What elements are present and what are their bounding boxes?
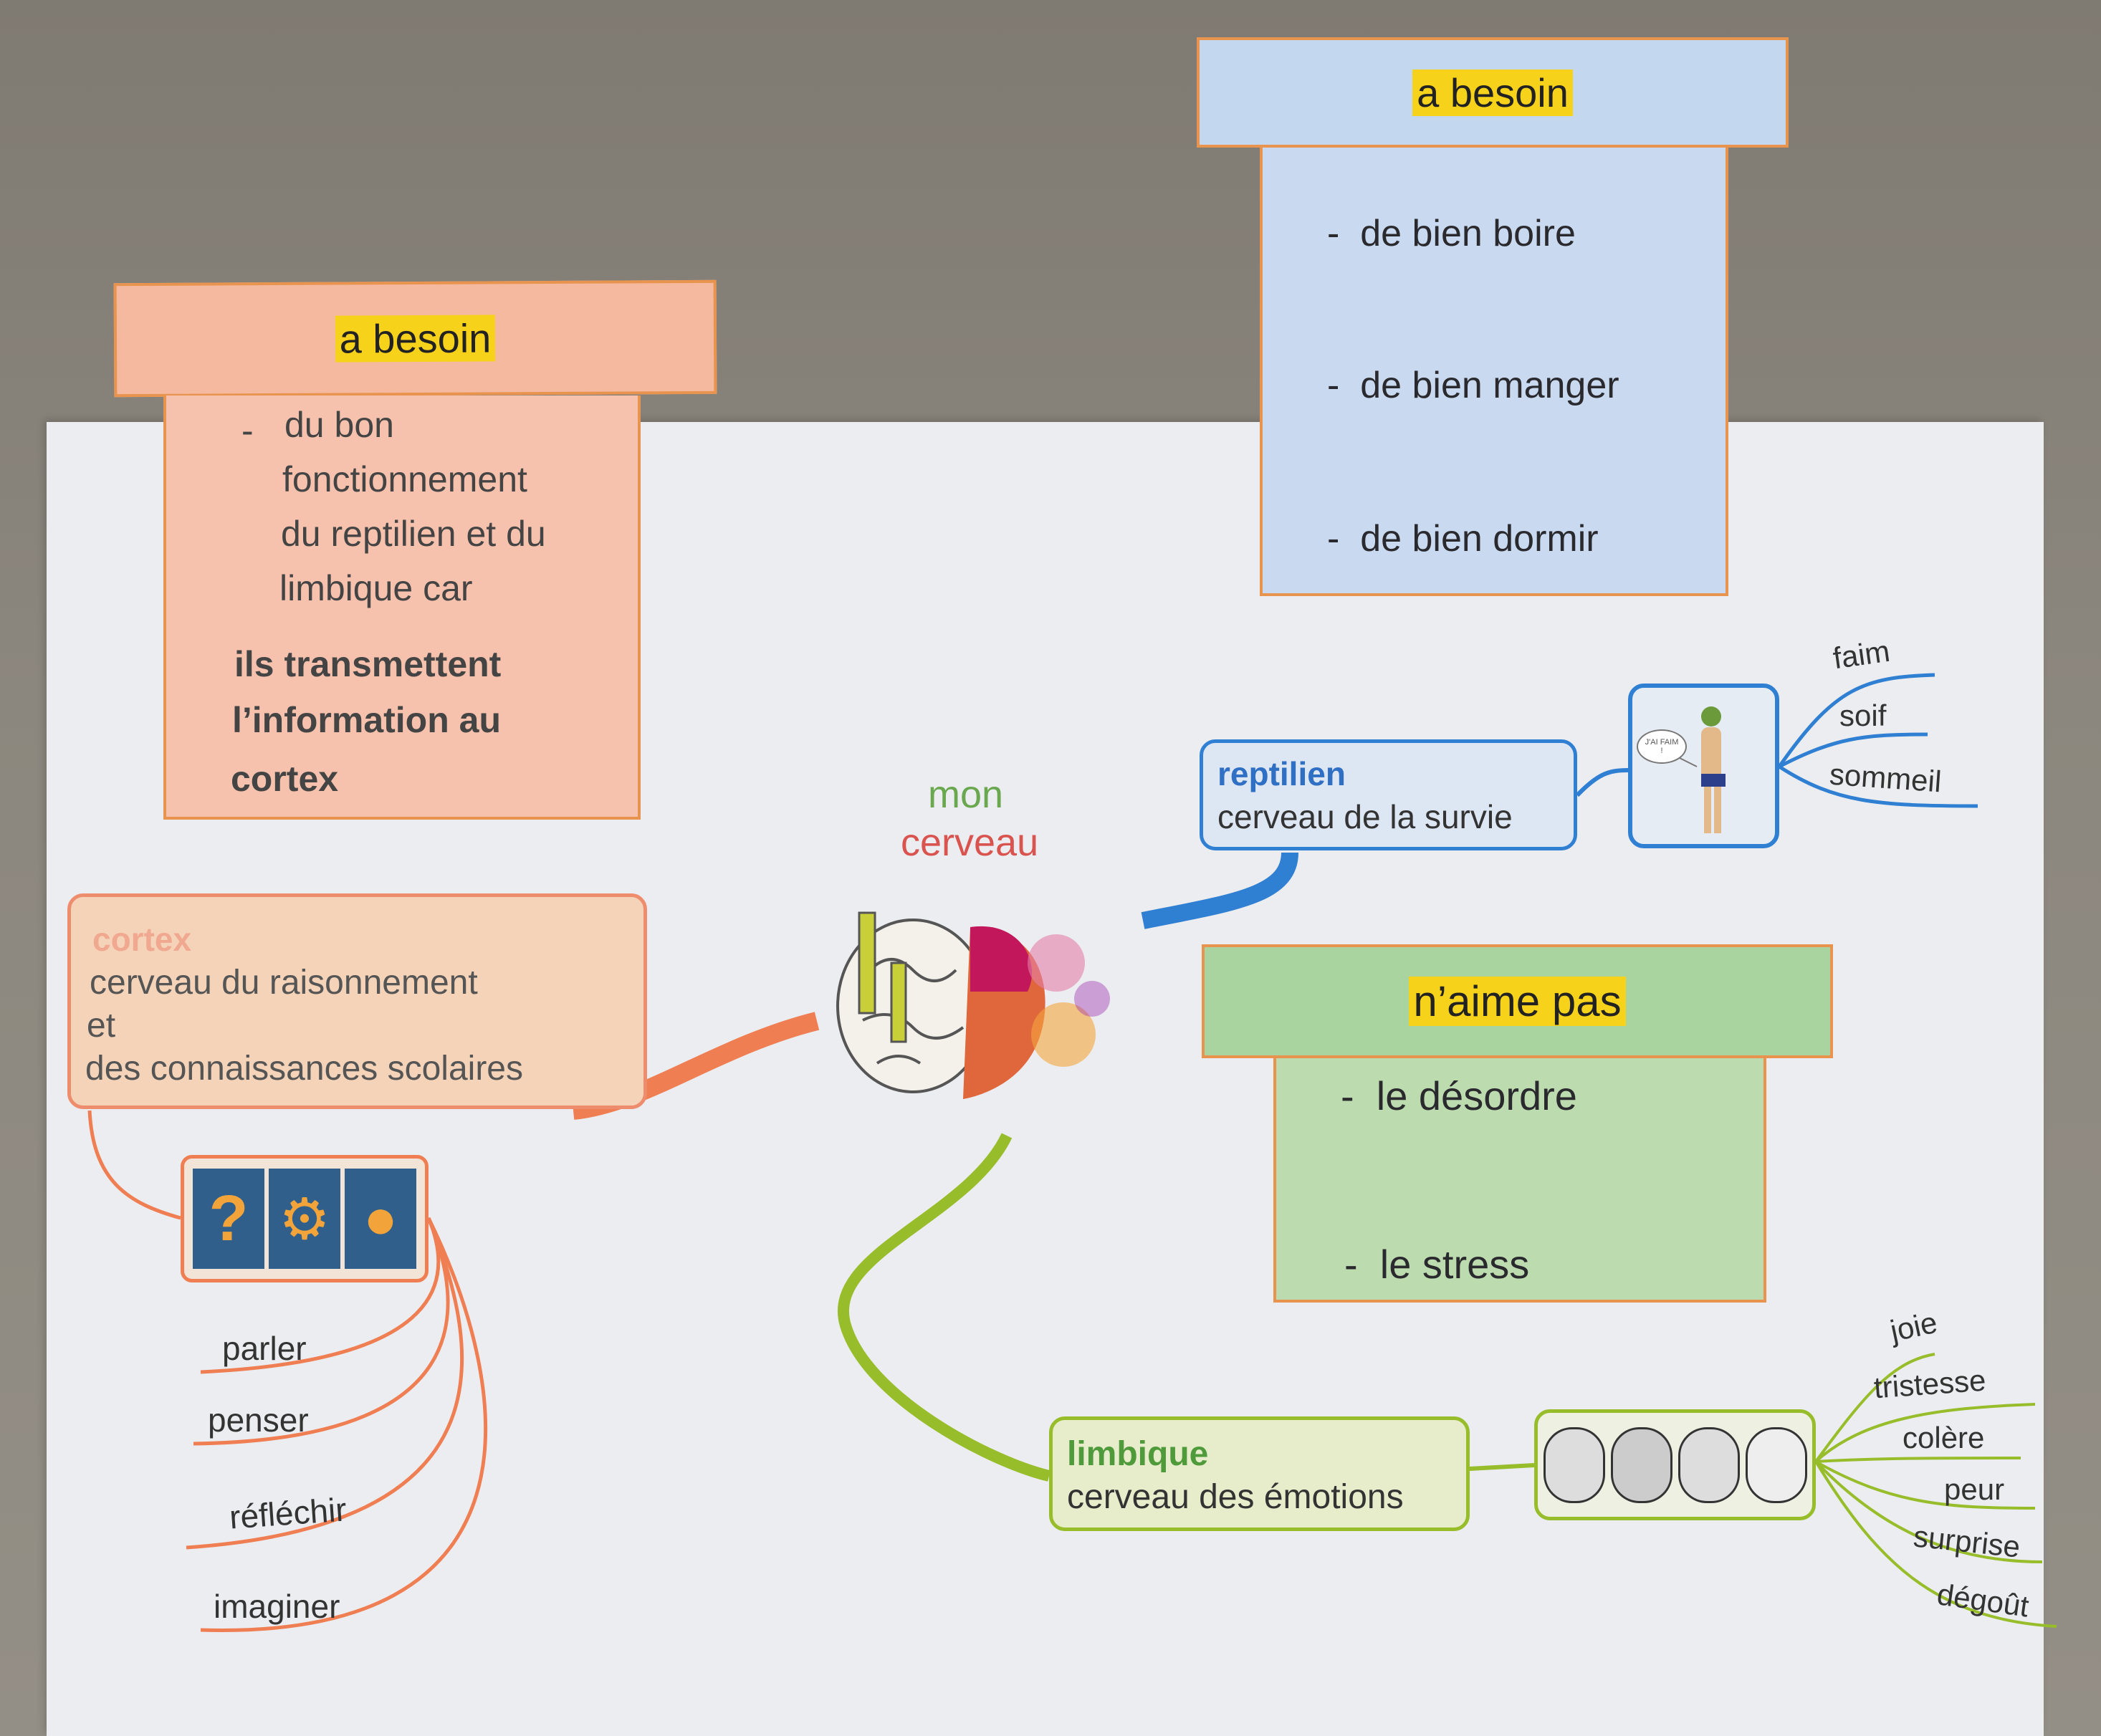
need-item-label: de bien boire [1360,213,1576,254]
face-icon [1745,1426,1807,1503]
need-bold-line: ils transmettent [234,644,502,684]
reptilien-subtitle: cerveau de la survie [1217,798,1513,835]
limbique-branch [1814,1460,2043,1563]
cortex-branch-penser [193,1217,450,1446]
reptilien-needs-card: - de bien boire - de bien manger - de bi… [1260,148,1728,596]
cortex-line: cerveau du raisonnement [90,964,478,1002]
need-line: limbique car [279,568,473,608]
cortex-branch-label: parler [222,1330,307,1367]
limbique-link [838,1133,1050,1482]
need-item-label: de bien manger [1360,365,1619,406]
cortex-branch-label: imaginer [214,1588,340,1625]
limbique-title: limbique [1067,1435,1209,1473]
need-item: - de bien dormir [1327,518,1599,560]
reptilien-branch-sommeil [1778,764,1978,808]
need-bold-line: cortex [231,759,339,799]
limbique-branch [1814,1403,2036,1463]
speech-bubble: J'AI FAIM ! [1637,729,1687,764]
cortex-line: des connaissances scolaires [85,1050,523,1088]
emotions-image [1534,1409,1816,1520]
dislike-item: - le stress [1344,1242,1530,1287]
need-line: fonctionnement [282,459,527,499]
limbique-image-link [1469,1463,1535,1471]
reptilien-needs-header-label: a besoin [1412,69,1573,116]
brain-icon [836,911,1110,1099]
limbique-subtitle: cerveau des émotions [1067,1478,1404,1516]
limbique-dislikes-header-label: n’aime pas [1409,977,1626,1026]
cortex-node[interactable]: cortex cerveau du raisonnement et des co… [67,893,647,1109]
need-item: - de bien manger [1327,365,1619,406]
dislike-item-label: le désordre [1376,1073,1577,1118]
limbique-branch-label: peur [1944,1472,2005,1506]
cortex-branch-label: réfléchir [228,1490,348,1536]
limbique-dislikes-card: - le désordre - le stress [1273,1058,1766,1303]
limbique-node[interactable]: limbique cerveau des émotions [1049,1416,1470,1531]
limbique-branch [1815,1460,2036,1510]
center-title-cerveau: cerveau [901,821,1039,864]
dash: - [241,411,254,451]
cortex-image: ? ⚙ ● [181,1155,429,1282]
cortex-line: et [87,1007,116,1045]
limbique-branch-label: colère [1903,1421,1985,1454]
lightbulb-head-icon: ● [345,1169,416,1269]
cortex-needs-card: - du bon fonctionnement du reptilien et … [163,395,641,820]
cortex-branch-parler [200,1217,441,1374]
need-line: du bon [284,405,394,445]
face-icon [1543,1426,1605,1503]
dislike-item-label: le stress [1379,1242,1530,1287]
gears-head-icon: ⚙ [269,1169,340,1269]
cortex-branch-label: penser [208,1401,309,1439]
question-head-icon: ? [193,1169,264,1269]
hungry-figure-icon [1679,706,1726,833]
dislike-item: - le désordre [1341,1073,1577,1118]
limbique-branch [1814,1353,1935,1463]
limbique-dislikes-header: n’aime pas [1202,944,1833,1058]
cortex-branch-imaginer [200,1217,487,1632]
face-icon [1678,1426,1740,1503]
need-bold-line: l’information au [232,700,501,740]
need-item-label: de bien dormir [1360,518,1599,560]
need-item: - de bien boire [1327,213,1576,254]
cortex-branch-reflechir [186,1217,464,1550]
center-title-mon: mon [928,773,1004,816]
reptilien-link [1141,852,1298,929]
need-line: du reptilien et du [281,514,546,554]
reptilien-node[interactable]: reptilien cerveau de la survie [1200,739,1577,850]
cortex-needs-header-label: a besoin [335,315,496,363]
cortex-image-link [87,1110,181,1220]
reptilien-branch-label: soif [1839,699,1887,732]
limbique-branch [1814,1460,2057,1628]
reptilien-title: reptilien [1217,755,1346,792]
reptilien-image-link [1575,768,1629,797]
reptilien-branch-faim [1777,673,1935,768]
limbique-branch [1815,1457,2021,1463]
reptilien-needs-header: a besoin [1197,37,1789,148]
cortex-title: cortex [92,921,192,958]
cortex-needs-header: a besoin [113,279,717,398]
face-icon [1610,1426,1672,1503]
reptilien-image: J'AI FAIM ! [1628,684,1779,848]
reptilien-branch-soif [1778,732,1928,769]
